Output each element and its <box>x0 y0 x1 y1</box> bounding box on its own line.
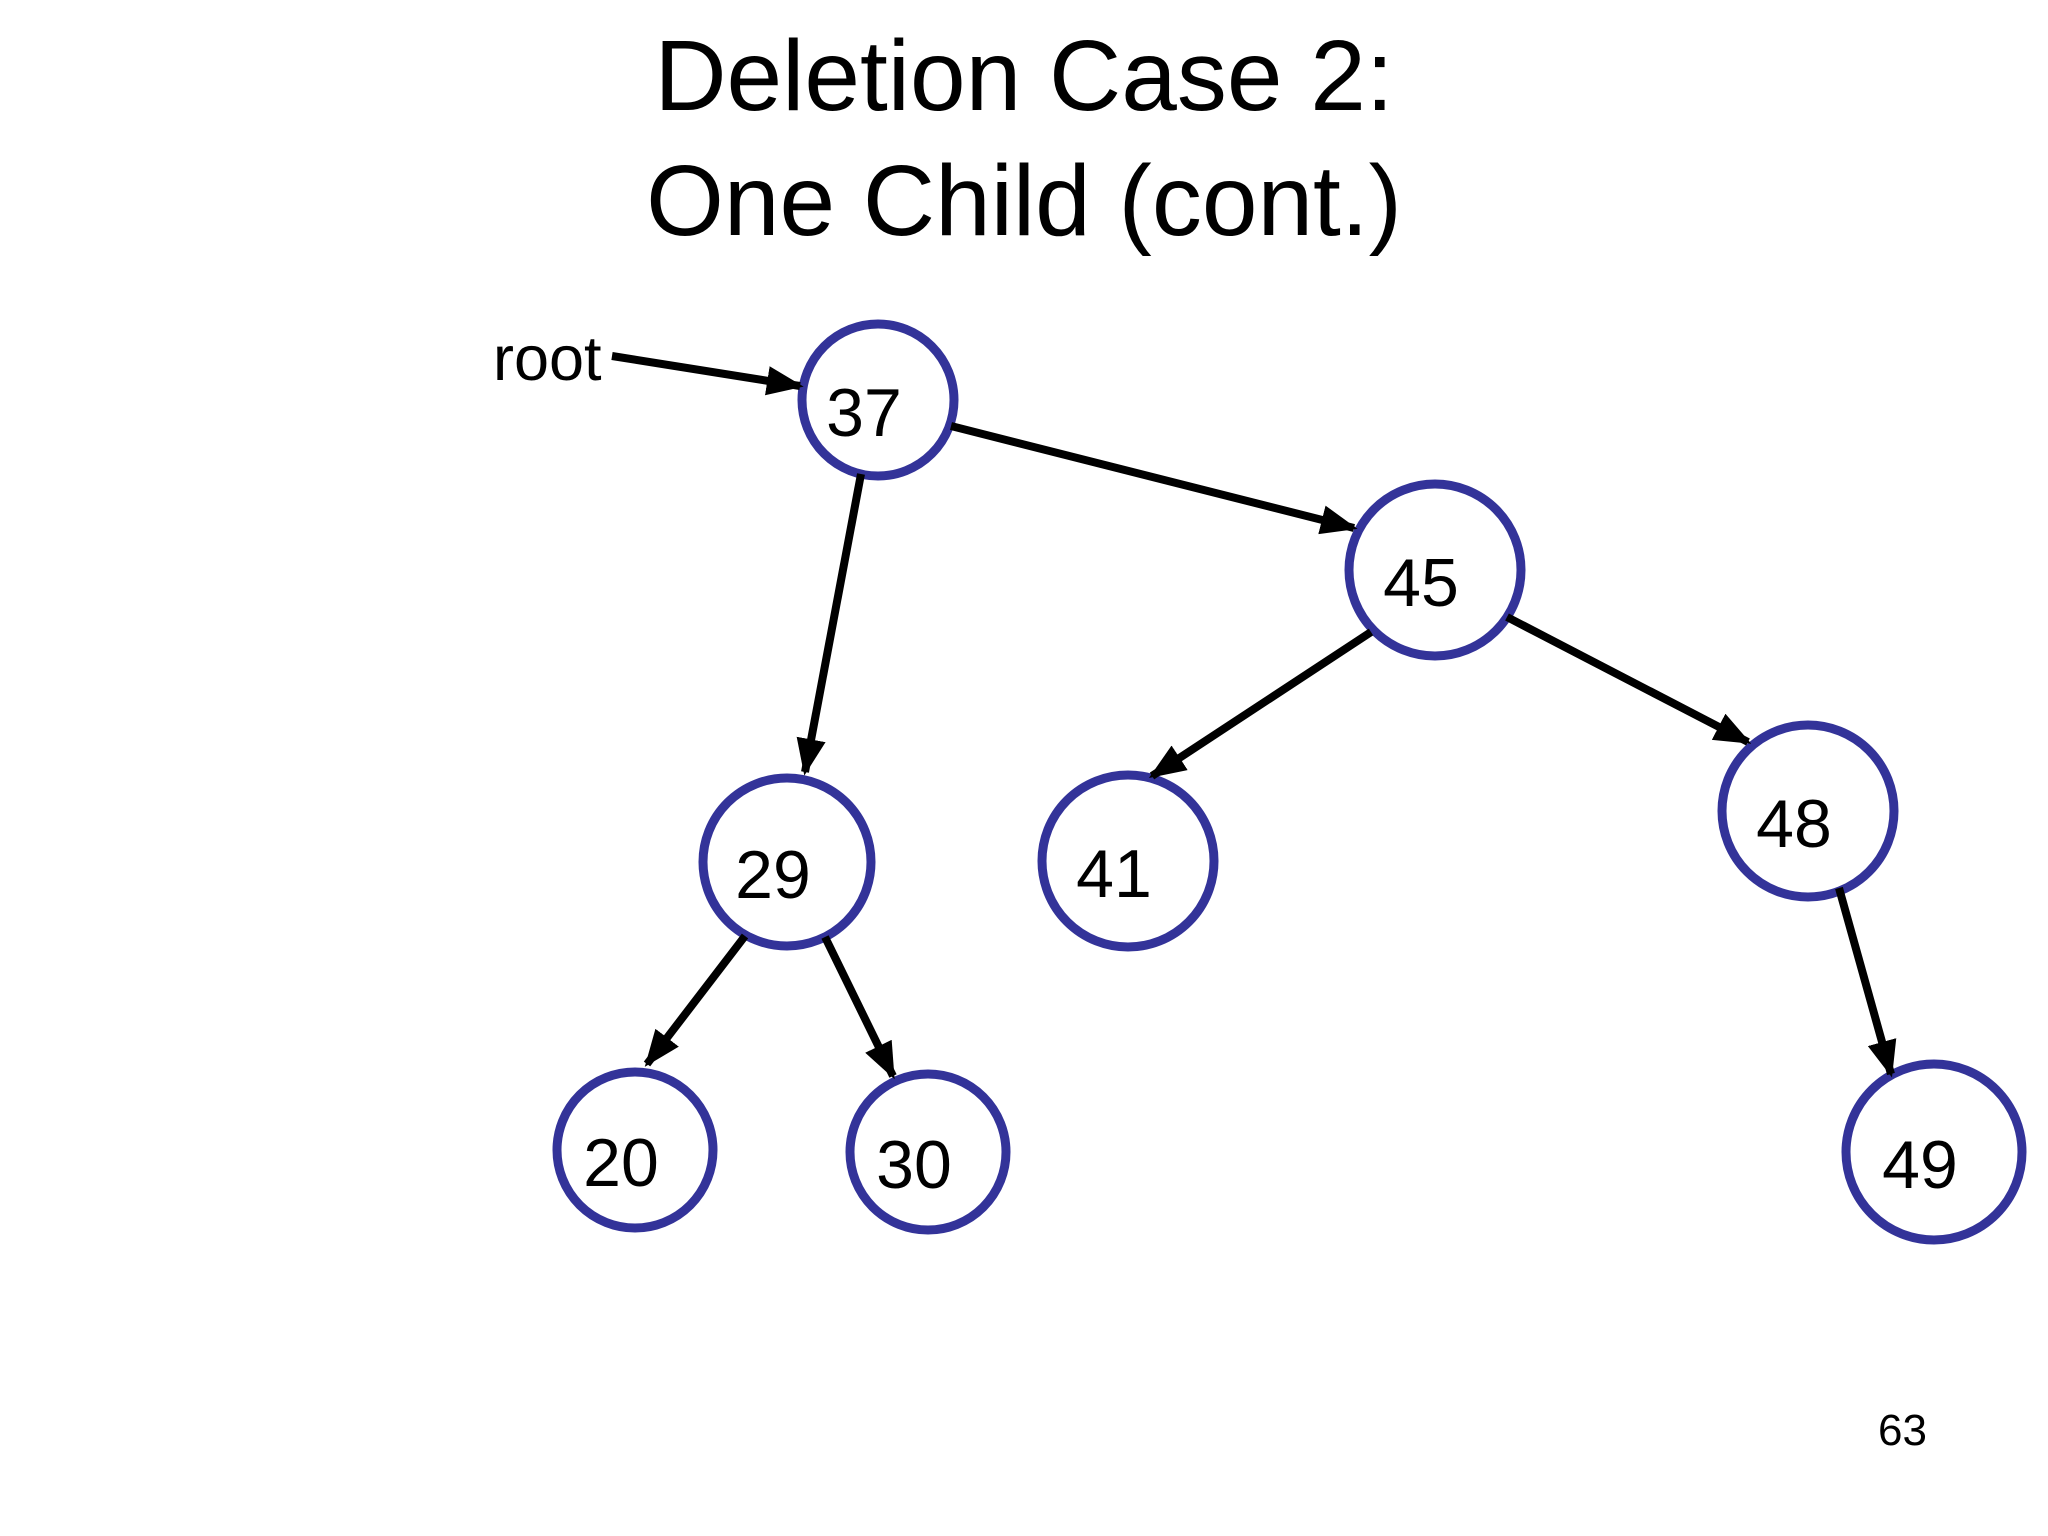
edge-45-to-41 <box>1148 628 1374 780</box>
slide-title: Deletion Case 2: One Child (cont.) <box>0 14 2048 264</box>
edge-37-to-29 <box>796 473 865 776</box>
slide-title-line-2: One Child (cont.) <box>646 145 1402 257</box>
tree-node-30 <box>845 1069 1011 1235</box>
tree-node-label-30: 30 <box>876 1127 952 1203</box>
edge-48-to-49 <box>1835 886 1897 1078</box>
tree-node-20 <box>552 1067 718 1233</box>
tree-node-49 <box>1841 1059 2027 1245</box>
tree-node-label-29: 29 <box>735 837 811 913</box>
tree-node-label-20: 20 <box>583 1125 659 1201</box>
edge-29-to-20 <box>643 933 749 1067</box>
tree-node-label-48: 48 <box>1756 786 1832 862</box>
tree-node-45 <box>1344 479 1526 661</box>
tree-node-41 <box>1037 770 1219 952</box>
page-number: 63 <box>1878 1406 1927 1455</box>
tree-node-48 <box>1717 720 1899 902</box>
tree-node-29 <box>698 773 876 951</box>
tree-node-37 <box>797 319 959 481</box>
edge-root-to-37 <box>611 352 804 396</box>
slide-title-line-1: Deletion Case 2: <box>654 20 1394 132</box>
root-pointer-label: root <box>493 324 602 394</box>
tree-node-label-45: 45 <box>1383 545 1459 621</box>
edge-29-to-30 <box>821 935 897 1080</box>
tree-node-label-37: 37 <box>826 375 902 451</box>
edge-45-to-48 <box>1505 613 1752 746</box>
tree-node-label-49: 49 <box>1882 1127 1958 1203</box>
tree-node-label-41: 41 <box>1076 836 1152 912</box>
edge-37-to-45 <box>950 422 1358 535</box>
